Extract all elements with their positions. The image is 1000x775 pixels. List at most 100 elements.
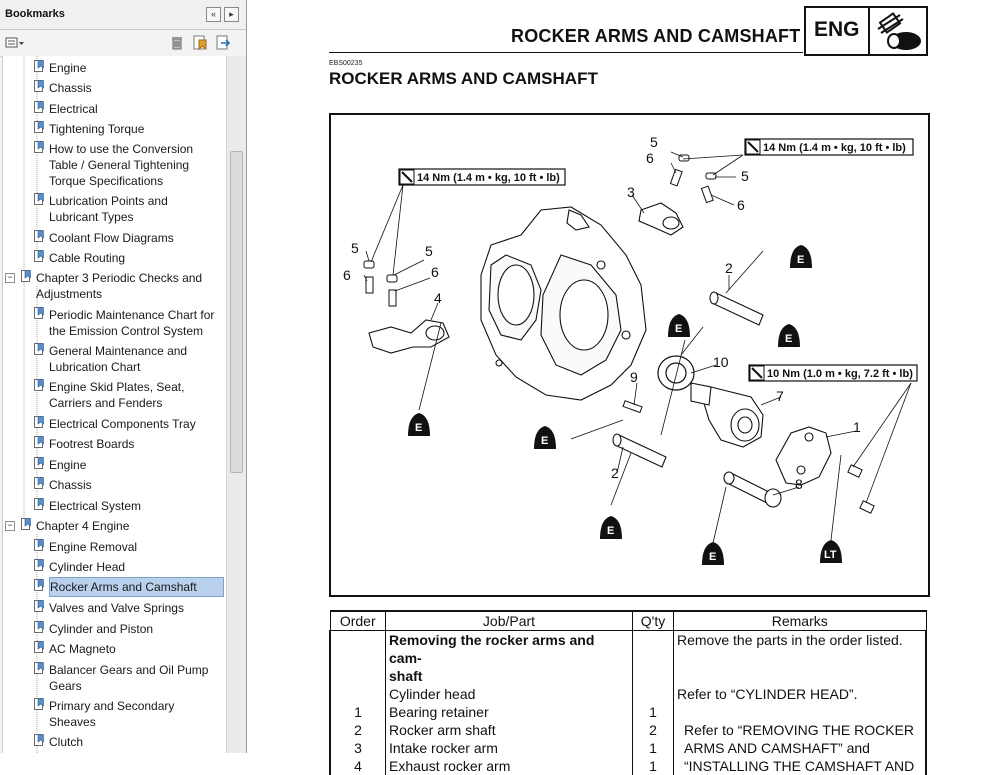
cell-qty bbox=[632, 630, 674, 667]
document-page: ROCKER ARMS AND CAMSHAFT ENG EBS00235 RO… bbox=[247, 0, 1000, 775]
cell-job: Bearing retainer bbox=[385, 703, 633, 721]
collapse-toggle-icon[interactable]: − bbox=[5, 521, 15, 531]
table-header-row: Order Job/Part Q'ty Remarks bbox=[329, 610, 927, 631]
engine-oil-symbol-icon: E bbox=[790, 245, 812, 268]
panel-options-icon[interactable]: ▸ bbox=[224, 7, 239, 22]
cell-order bbox=[329, 685, 386, 703]
torque-value: 14 Nm (1.4 m • kg, 10 ft • lb) bbox=[763, 142, 906, 154]
cell-qty bbox=[632, 685, 674, 703]
dowel-pin-drawing bbox=[622, 400, 643, 414]
bookmark-label: Footrest Boards bbox=[49, 437, 135, 451]
callout-number: 2 bbox=[611, 465, 619, 481]
bookmark-icon bbox=[34, 734, 44, 746]
bookmark-label: Chassis bbox=[49, 478, 92, 492]
delete-bookmark-icon[interactable] bbox=[169, 35, 185, 51]
bookmark-icon bbox=[34, 559, 44, 571]
bookmark-label-line: Adjustments bbox=[36, 287, 103, 301]
callout-number: 4 bbox=[434, 290, 442, 306]
wrench-icon bbox=[749, 365, 765, 381]
bookmark-label: Clutch bbox=[49, 735, 84, 749]
torque-spec-label: 10 Nm (1.0 m • kg, 7.2 ft • lb) bbox=[748, 364, 918, 382]
bookmark-icon bbox=[34, 307, 44, 319]
collapse-panel-icon[interactable]: « bbox=[206, 7, 221, 22]
cell-qty bbox=[632, 667, 674, 685]
bookmark-label: Cable Routing bbox=[49, 251, 126, 265]
new-bookmark-icon[interactable] bbox=[192, 35, 208, 51]
collapse-toggle-icon[interactable]: − bbox=[5, 273, 15, 283]
expand-bookmark-icon[interactable] bbox=[215, 35, 231, 51]
bookmark-label: Cylinder and Piston bbox=[49, 622, 154, 636]
bookmark-label-line: Balancer Gears and Oil Pump bbox=[49, 663, 209, 677]
torque-spec-label: 14 Nm (1.4 m • kg, 10 ft • lb) bbox=[398, 168, 566, 186]
table-row: shaft bbox=[329, 667, 927, 685]
engine-oil-symbol-icon: E bbox=[778, 324, 800, 347]
rocker-arm-shaft-drawing bbox=[612, 291, 764, 468]
intake-rocker-arm-drawing bbox=[638, 202, 684, 236]
cell-remarks: Remove the parts in the order listed. bbox=[673, 630, 927, 667]
cell-qty: 1 bbox=[632, 757, 674, 775]
lube-symbol-letter: E bbox=[675, 323, 682, 335]
torque-value: 14 Nm (1.4 m • kg, 10 ft • lb) bbox=[417, 172, 560, 184]
bookmark-icon bbox=[34, 250, 44, 262]
bookmark-label: Rocker Arms and Camshaft bbox=[49, 577, 224, 597]
callout-number: 2 bbox=[725, 260, 733, 276]
lube-symbol-letter: E bbox=[797, 254, 804, 266]
bookmarks-toolbar bbox=[0, 30, 246, 57]
callout-number: 6 bbox=[343, 267, 351, 283]
eng-badge-label: ENG bbox=[814, 18, 860, 41]
callout-number: 5 bbox=[741, 168, 749, 184]
cell-remarks: ARMS AND CAMSHAFT” and bbox=[673, 739, 927, 757]
exhaust-rocker-arm-drawing bbox=[368, 319, 450, 354]
header-rule bbox=[329, 52, 803, 53]
bookmark-icon bbox=[34, 662, 44, 674]
bookmarks-header: Bookmarks « ▸ bbox=[0, 0, 246, 30]
cell-remarks bbox=[673, 703, 927, 721]
cell-order: 3 bbox=[329, 739, 386, 757]
cell-qty: 1 bbox=[632, 739, 674, 757]
cell-order: 1 bbox=[329, 703, 386, 721]
cell-qty: 2 bbox=[632, 721, 674, 739]
callout-number: 6 bbox=[737, 197, 745, 213]
cell-job: Intake rocker arm bbox=[385, 739, 633, 757]
bookmark-icon bbox=[21, 270, 31, 282]
cell-job: Exhaust rocker arm bbox=[385, 757, 633, 775]
cell-remarks bbox=[673, 667, 927, 685]
cell-qty: 1 bbox=[632, 703, 674, 721]
bookmark-icon bbox=[34, 60, 44, 72]
retainer-bolts bbox=[847, 464, 875, 514]
bookmark-label: Engine bbox=[49, 61, 87, 75]
bookmark-icon bbox=[34, 101, 44, 113]
eng-badge: ENG bbox=[804, 6, 928, 56]
bearing-retainer-drawing bbox=[775, 426, 832, 486]
bookmarks-scrollbar[interactable] bbox=[226, 56, 246, 753]
bookmark-icon bbox=[34, 600, 44, 612]
cell-remarks: Refer to “REMOVING THE ROCKER bbox=[673, 721, 927, 739]
parts-table: Order Job/Part Q'ty Remarks Removing the… bbox=[329, 610, 927, 775]
bookmark-icon bbox=[34, 498, 44, 510]
bookmark-label: Electrical bbox=[49, 102, 98, 116]
bookmark-icon bbox=[34, 379, 44, 391]
bookmark-icon bbox=[34, 193, 44, 205]
lube-symbol-letter: LT bbox=[824, 549, 837, 561]
wrench-icon bbox=[745, 139, 761, 155]
engine-oil-symbol-icon: E bbox=[408, 413, 430, 436]
bookmark-label: Chassis bbox=[49, 81, 92, 95]
scrollbar-thumb[interactable] bbox=[230, 151, 243, 473]
bearing-drawing bbox=[657, 355, 695, 391]
engine-oil-symbol-icon: E bbox=[668, 314, 690, 337]
bookmark-icon bbox=[34, 477, 44, 489]
bookmark-label: AC Magneto bbox=[49, 642, 116, 656]
options-menu-icon[interactable] bbox=[5, 35, 25, 51]
section-title: ROCKER ARMS AND CAMSHAFT bbox=[329, 69, 598, 88]
camshaft-drawing bbox=[690, 382, 764, 448]
engine-oil-symbol-icon: E bbox=[600, 516, 622, 539]
callout-number: 3 bbox=[627, 184, 635, 200]
callout-number: 10 bbox=[713, 354, 729, 370]
